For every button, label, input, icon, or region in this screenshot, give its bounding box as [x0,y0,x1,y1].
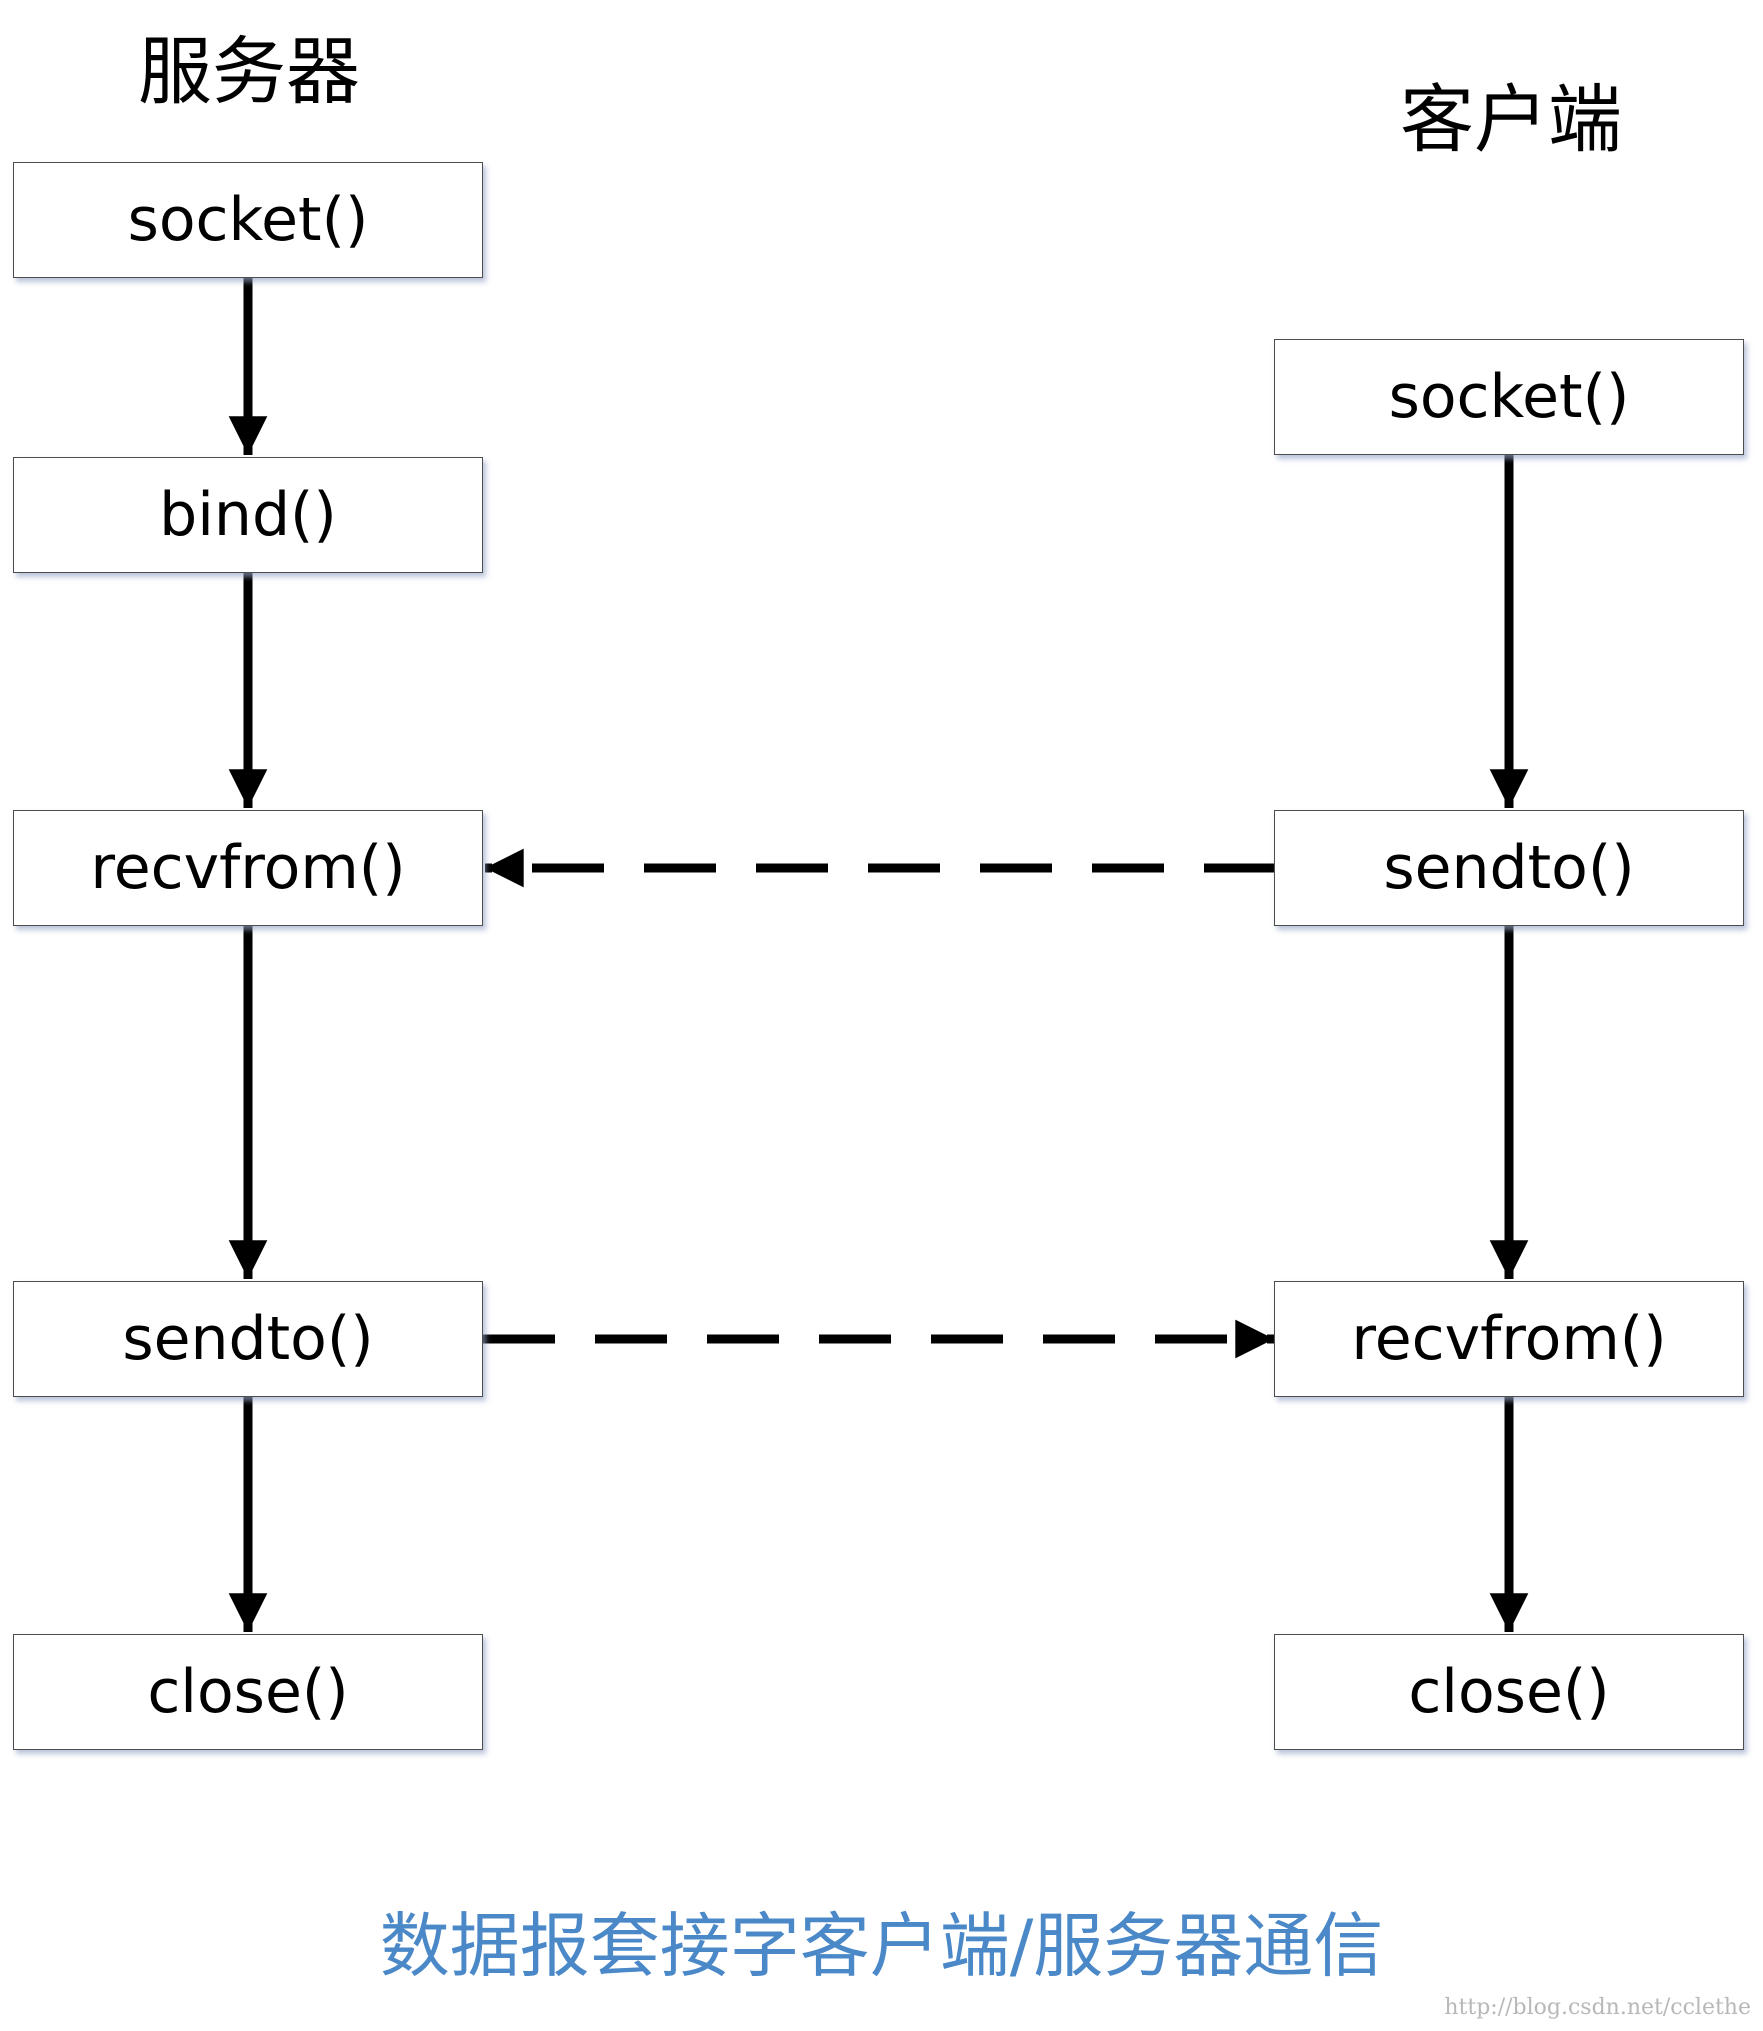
client-column-title: 客户端 [1400,77,1622,163]
watermark-url: http://blog.csdn.net/cclethe [1444,1995,1751,2020]
server-socket-box: socket() [13,162,483,278]
client-recvfrom-box: recvfrom() [1274,1281,1744,1397]
server-recvfrom-box: recvfrom() [13,810,483,926]
client-socket-box: socket() [1274,339,1744,455]
client-close-box: close() [1274,1634,1744,1750]
server-column-title: 服务器 [138,29,360,115]
server-sendto-box: sendto() [13,1281,483,1397]
client-sendto-box: sendto() [1274,810,1744,926]
server-bind-box: bind() [13,457,483,573]
server-close-box: close() [13,1634,483,1750]
diagram-caption: 数据报套接字客户端/服务器通信 [379,1905,1384,1987]
